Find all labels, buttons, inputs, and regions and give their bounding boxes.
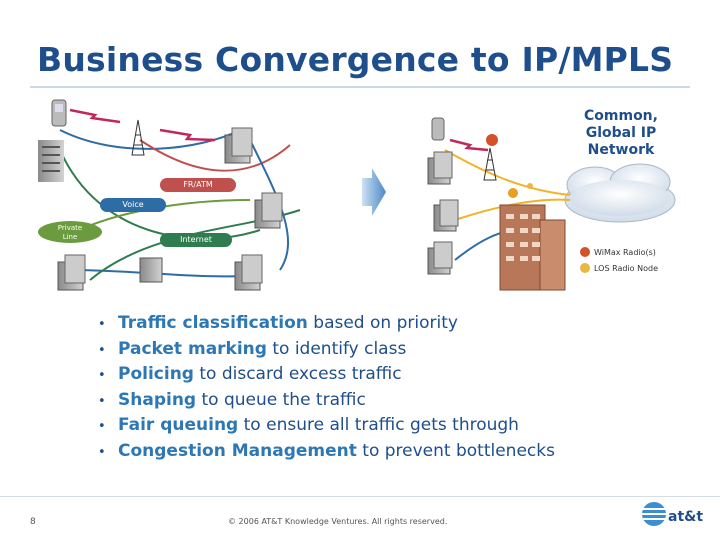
los-legend-icon bbox=[580, 263, 590, 273]
office-icon bbox=[427, 151, 453, 185]
phone-icon bbox=[51, 99, 67, 127]
internet-pill bbox=[160, 233, 232, 247]
bullet-item: •Shaping to queue the traffic bbox=[98, 389, 366, 410]
bullet-item: •Congestion Management to prevent bottle… bbox=[98, 440, 555, 461]
network-title-line: Global IP bbox=[585, 125, 657, 141]
wireless-link bbox=[69, 108, 121, 124]
copyright-text: © 2006 AT&T Knowledge Ventures. All righ… bbox=[228, 517, 448, 526]
bullet-keyword: Congestion Management bbox=[118, 440, 357, 461]
network-title-line: Network bbox=[587, 142, 655, 158]
att-logo-text: at&t bbox=[668, 509, 704, 525]
bullet-text: to ensure all traffic gets through bbox=[238, 415, 519, 436]
tower-icon bbox=[131, 119, 145, 156]
office-icon bbox=[427, 241, 453, 275]
bullet-text: based on priority bbox=[307, 313, 458, 333]
fr-atm-label: FR/ATM bbox=[183, 180, 213, 189]
bullet-text: to identify class bbox=[266, 338, 407, 359]
slide-title: Business Convergence to IP/MPLS bbox=[37, 40, 674, 79]
wimax-radio-icon bbox=[508, 188, 518, 198]
title-divider bbox=[30, 86, 690, 88]
office-icon bbox=[224, 127, 253, 164]
building-icon bbox=[38, 140, 64, 182]
wimax-legend-label: WiMax Radio(s) bbox=[594, 248, 656, 257]
network-title: Common, Global IP Network bbox=[566, 108, 676, 159]
skyscraper-icon bbox=[499, 204, 566, 291]
voice-label: Voice bbox=[122, 200, 144, 209]
tower-icon bbox=[483, 147, 497, 181]
office-icon bbox=[57, 254, 86, 291]
bullet-keyword: Traffic classification bbox=[118, 313, 308, 333]
ip-cloud bbox=[564, 163, 676, 223]
private-line-label: Private Line bbox=[57, 224, 83, 241]
bullet-text: to discard excess traffic bbox=[193, 364, 402, 385]
voice-link bbox=[249, 139, 289, 271]
bullet-keyword: Shaping bbox=[118, 389, 197, 410]
phone-icon bbox=[431, 117, 445, 141]
voice-pill bbox=[100, 198, 166, 212]
page-number: 8 bbox=[30, 517, 36, 527]
att-globe-icon bbox=[642, 502, 666, 526]
transition-arrow bbox=[362, 168, 386, 216]
office-icon bbox=[139, 257, 163, 283]
wimax-legend-icon bbox=[580, 247, 590, 257]
fr-atm-pill bbox=[160, 178, 236, 192]
bullet-keyword: Policing bbox=[118, 364, 194, 385]
bullet-item: •Fair queuing to ensure all traffic gets… bbox=[98, 415, 519, 436]
voice-link bbox=[59, 129, 241, 150]
bullet-item: •Packet marking to identify class bbox=[98, 338, 407, 359]
footer-divider bbox=[0, 496, 720, 497]
los-node-icon bbox=[527, 183, 533, 189]
los-legend-label: LOS Radio Node bbox=[594, 264, 658, 273]
bullet-list: •Traffic classification based on priorit… bbox=[98, 313, 555, 467]
bullet-item: •Traffic classification based on priorit… bbox=[98, 313, 458, 333]
office-icon bbox=[234, 254, 263, 291]
office-icon bbox=[254, 192, 283, 229]
bullet-item: •Policing to discard excess traffic bbox=[98, 364, 402, 385]
office-icon bbox=[433, 199, 459, 232]
bullet-keyword: Fair queuing bbox=[118, 415, 239, 436]
network-diagram bbox=[38, 99, 676, 291]
wireless-link bbox=[159, 128, 216, 142]
internet-link bbox=[59, 149, 261, 240]
private-line-pill bbox=[38, 221, 102, 243]
wimax-radio-icon bbox=[486, 134, 498, 146]
bullet-keyword: Packet marking bbox=[118, 338, 267, 359]
internet-label: Internet bbox=[180, 235, 212, 244]
bullet-text: to prevent bottlenecks bbox=[356, 440, 555, 461]
frame-relay-link bbox=[139, 139, 291, 172]
bullet-text: to queue the traffic bbox=[196, 389, 366, 410]
network-title-line: Common, bbox=[584, 108, 658, 124]
